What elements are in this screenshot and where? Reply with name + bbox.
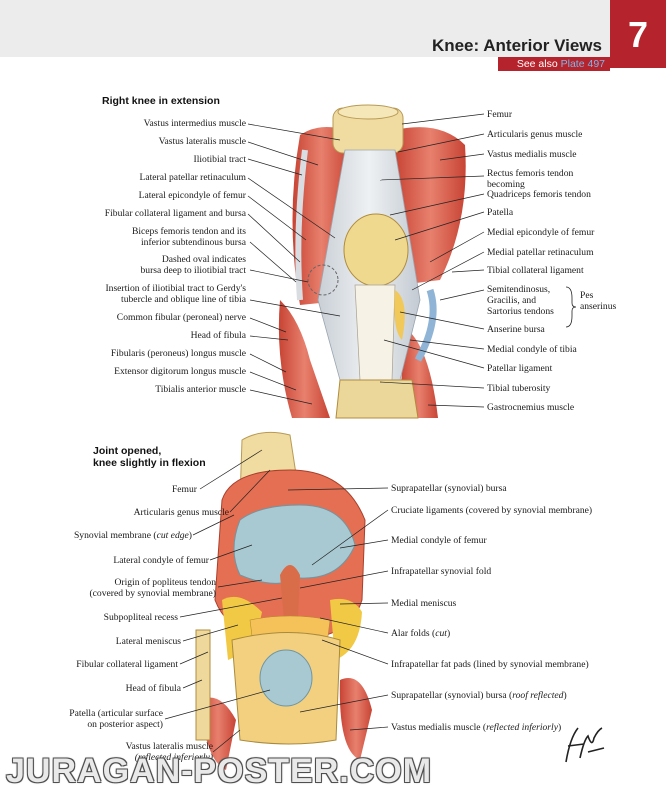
label-anserinus: anserinus — [580, 301, 617, 312]
label-femur-top: Femur — [487, 109, 513, 120]
label-patella-articular-1: Patella (articular surface — [69, 708, 163, 719]
label-iliotibial-insertion-2: tubercle and oblique line of tibia — [121, 294, 246, 305]
label-tibialis-anterior: Tibialis anterior muscle — [155, 384, 246, 395]
plate-tab — [610, 0, 666, 68]
label-extensor-digitorum-longus: Extensor digitorum longus muscle — [114, 366, 246, 377]
label-subpopliteal-recess: Subpopliteal recess — [103, 612, 178, 623]
top-left-leaders — [247, 123, 341, 405]
label-iliotibial-insertion-1: Insertion of iliotibial tract to Gerdy's — [105, 283, 246, 294]
label-suprapatellar-bursa: Suprapatellar (synovial) bursa — [391, 483, 507, 494]
label-infrapatellar-synovial-fold: Infrapatellar synovial fold — [391, 566, 492, 577]
label-fibular-collateral-ligament-bursa: Fibular collateral ligament and bursa — [104, 208, 246, 219]
label-articularis-genus-top: Articularis genus muscle — [487, 129, 583, 140]
top-knee-drawing — [278, 104, 466, 419]
bottom-figure-title-2: knee slightly in flexion — [93, 457, 206, 469]
label-lateral-meniscus: Lateral meniscus — [115, 636, 181, 647]
label-medial-condyle-femur: Medial condyle of femur — [391, 535, 487, 546]
label-popliteus-origin-2: (covered by synovial membrane) — [89, 588, 216, 599]
label-rectus-femoris-tendon: Rectus femoris tendon — [487, 168, 574, 179]
label-pes: Pes — [580, 290, 594, 301]
label-vastus-lateralis-reflected-2: (reflected inferiorly) — [134, 752, 213, 763]
label-lateral-epicondyle-femur: Lateral epicondyle of femur — [138, 190, 246, 201]
label-quadriceps-tendon: Quadriceps femoris tendon — [487, 189, 591, 200]
bottom-right-leaders — [287, 487, 389, 731]
label-articularis-genus-bottom: Articularis genus muscle — [133, 507, 229, 518]
label-gracilis: Gracilis, and — [487, 295, 537, 306]
label-alar-folds: Alar folds (cut) — [391, 628, 451, 639]
label-iliotibial-tract: Iliotibial tract — [193, 154, 246, 165]
see-also-bar — [498, 57, 610, 71]
label-semitendinosus: Semitendinosus, — [487, 284, 551, 295]
label-anserine-bursa: Anserine bursa — [487, 324, 545, 335]
label-vastus-intermedius: Vastus intermedius muscle — [143, 118, 246, 129]
label-vastus-medialis-reflected: Vastus medialis muscle (reflected inferi… — [391, 722, 562, 733]
label-common-fibular-nerve: Common fibular (peroneal) nerve — [116, 312, 246, 323]
label-lateral-patellar-retinaculum: Lateral patellar retinaculum — [139, 172, 246, 183]
label-dashed-oval-2: bursa deep to iliotibial tract — [140, 265, 247, 276]
label-femur-bottom: Femur — [171, 484, 197, 495]
watermark: JURAGAN-POSTER.COM — [6, 752, 433, 790]
label-fibular-collateral-ligament-bottom: Fibular collateral ligament — [76, 659, 178, 670]
see-also-plate-link[interactable]: Plate 497 — [560, 58, 605, 70]
see-also-prefix: See also — [516, 58, 558, 70]
label-becoming: becoming — [487, 179, 525, 190]
label-vastus-lateralis: Vastus lateralis muscle — [158, 136, 246, 147]
label-biceps-femoris-tendon-1: Biceps femoris tendon and its — [131, 226, 246, 237]
bottom-left-leaders — [164, 449, 283, 753]
label-vastus-lateralis-reflected-1: Vastus lateralis muscle — [125, 741, 213, 752]
label-sartorius-tendons: Sartorius tendons — [487, 306, 554, 317]
label-fibularis-longus: Fibularis (peroneus) longus muscle — [110, 348, 246, 359]
label-medial-patellar-retinaculum: Medial patellar retinaculum — [487, 247, 594, 258]
label-patella-top: Patella — [487, 207, 514, 218]
bottom-knee-drawing — [195, 431, 372, 770]
label-dashed-oval-1: Dashed oval indicates — [161, 254, 246, 265]
top-right-leaders — [379, 113, 485, 408]
plate-number: 7 — [627, 14, 649, 55]
label-infrapatellar-fat-pads: Infrapatellar fat pads (lined by synovia… — [391, 659, 589, 670]
see-also: See also Plate 497 — [498, 57, 605, 71]
label-medial-epicondyle: Medial epicondyle of femur — [487, 227, 595, 238]
label-vastus-medialis: Vastus medialis muscle — [487, 149, 577, 160]
label-lateral-condyle-femur: Lateral condyle of femur — [113, 555, 209, 566]
label-suprapatellar-bursa-reflected: Suprapatellar (synovial) bursa (roof ref… — [391, 690, 567, 701]
label-patellar-ligament: Patellar ligament — [487, 363, 553, 374]
header-bar — [0, 0, 610, 57]
label-head-of-fibula-bottom: Head of fibula — [125, 683, 181, 694]
label-medial-meniscus: Medial meniscus — [391, 598, 457, 609]
label-biceps-femoris-tendon-2: inferior subtendinous bursa — [141, 237, 246, 248]
label-patella-articular-2: on posterior aspect) — [87, 719, 163, 730]
page-title: Knee: Anterior Views — [431, 36, 602, 55]
label-popliteus-origin-1: Origin of popliteus tendon — [114, 577, 216, 588]
pes-anserinus-brace — [565, 286, 577, 328]
netter-signature — [565, 727, 605, 763]
label-tibial-tuberosity: Tibial tuberosity — [487, 383, 551, 394]
label-gastrocnemius: Gastrocnemius muscle — [487, 402, 575, 413]
label-synovial-membrane: Synovial membrane (cut edge) — [73, 530, 192, 541]
label-head-of-fibula: Head of fibula — [190, 330, 246, 341]
top-figure-title: Right knee in extension — [102, 95, 220, 107]
label-medial-condyle-tibia: Medial condyle of tibia — [487, 344, 577, 355]
label-tibial-collateral-ligament: Tibial collateral ligament — [487, 265, 584, 276]
label-cruciate-ligaments: Cruciate ligaments (covered by synovial … — [391, 505, 593, 516]
bottom-figure-title-1: Joint opened, — [93, 445, 162, 457]
